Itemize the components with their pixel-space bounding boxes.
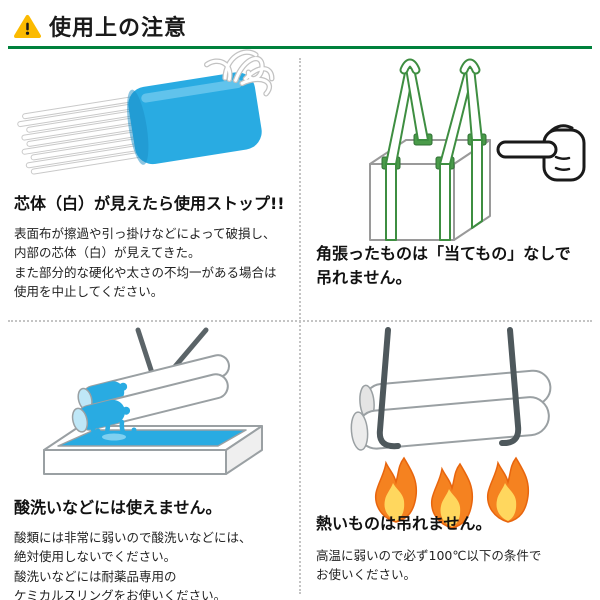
strap-eye-loops — [399, 58, 481, 75]
box-sling-illustration — [369, 58, 586, 241]
hot-load-illustration — [350, 327, 552, 529]
pipes — [350, 369, 552, 451]
pointing-hand-icon — [496, 124, 586, 182]
title-underline — [8, 46, 592, 49]
panel-body: 高温に弱いので必ず100℃以下の条件で お使いください。 — [316, 548, 542, 583]
damaged-sling-illustration — [17, 49, 275, 175]
loose-threads — [204, 49, 275, 97]
panel-heading: 酸洗いなどには使えません。 — [14, 498, 222, 517]
blue-sling-cover — [127, 72, 262, 165]
page-header: 使用上の注意 — [14, 10, 187, 42]
vertical-dotted-divider — [299, 58, 301, 594]
lifting-straps — [376, 327, 522, 450]
splash — [95, 427, 137, 441]
dipped-pipes — [71, 354, 230, 433]
acid-bath-illustration — [43, 327, 263, 475]
panel-heading: 熱いものは吊れません。 — [316, 514, 492, 533]
panel-body: 表面布が擦過や引っ掛けなどによって破損し、 内部の芯体（白）が見えてきた。 また… — [14, 226, 277, 300]
acid-basin — [43, 425, 263, 475]
page-title: 使用上の注意 — [49, 16, 188, 41]
panel-body: 酸類には非常に弱いので酸洗いなどには、 絶対使用しないでください。 酸洗いなどに… — [14, 530, 252, 600]
panel-heading: 角張ったものは「当てもの」なしで 吊れません。 — [316, 244, 571, 287]
panel-heading: 芯体（白）が見えたら使用ストップ!! — [14, 194, 285, 213]
horizontal-dotted-divider — [8, 320, 592, 322]
warning-triangle-icon — [14, 14, 41, 38]
